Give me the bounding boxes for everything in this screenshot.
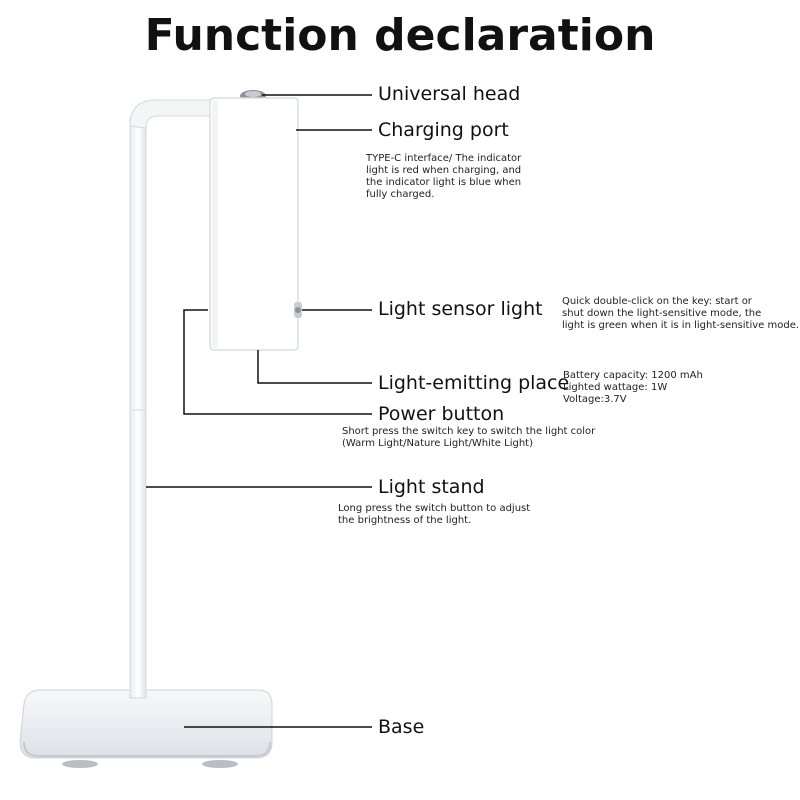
- power-button-leader: [183, 309, 372, 415]
- power-button-label: Power button: [378, 403, 505, 425]
- lamp-head: [209, 97, 302, 351]
- light-sensor-label: Light sensor light: [378, 298, 543, 320]
- lamp-base: [19, 689, 273, 768]
- light-emitting-description: Battery capacity: 1200 mAh Lighted watta…: [563, 370, 703, 405]
- universal-head-label: Universal head: [378, 83, 521, 105]
- charging-port-description: TYPE-C interface/ The indicator light is…: [366, 153, 522, 200]
- power-button-description: Short press the switch key to switch the…: [342, 426, 596, 449]
- light-emitting-label: Light-emitting place: [378, 372, 570, 394]
- page-title: Function declaration: [144, 10, 656, 61]
- light-sensor-description: Quick double-click on the key: start or …: [562, 296, 800, 331]
- light-stand-label: Light stand: [378, 476, 485, 498]
- light-emitting-leader: [257, 350, 372, 384]
- light-stand-description: Long press the switch button to adjust t…: [338, 503, 531, 526]
- charging-port-label: Charging port: [378, 119, 509, 141]
- lamp-pole: [129, 99, 215, 699]
- base-label: Base: [378, 716, 425, 738]
